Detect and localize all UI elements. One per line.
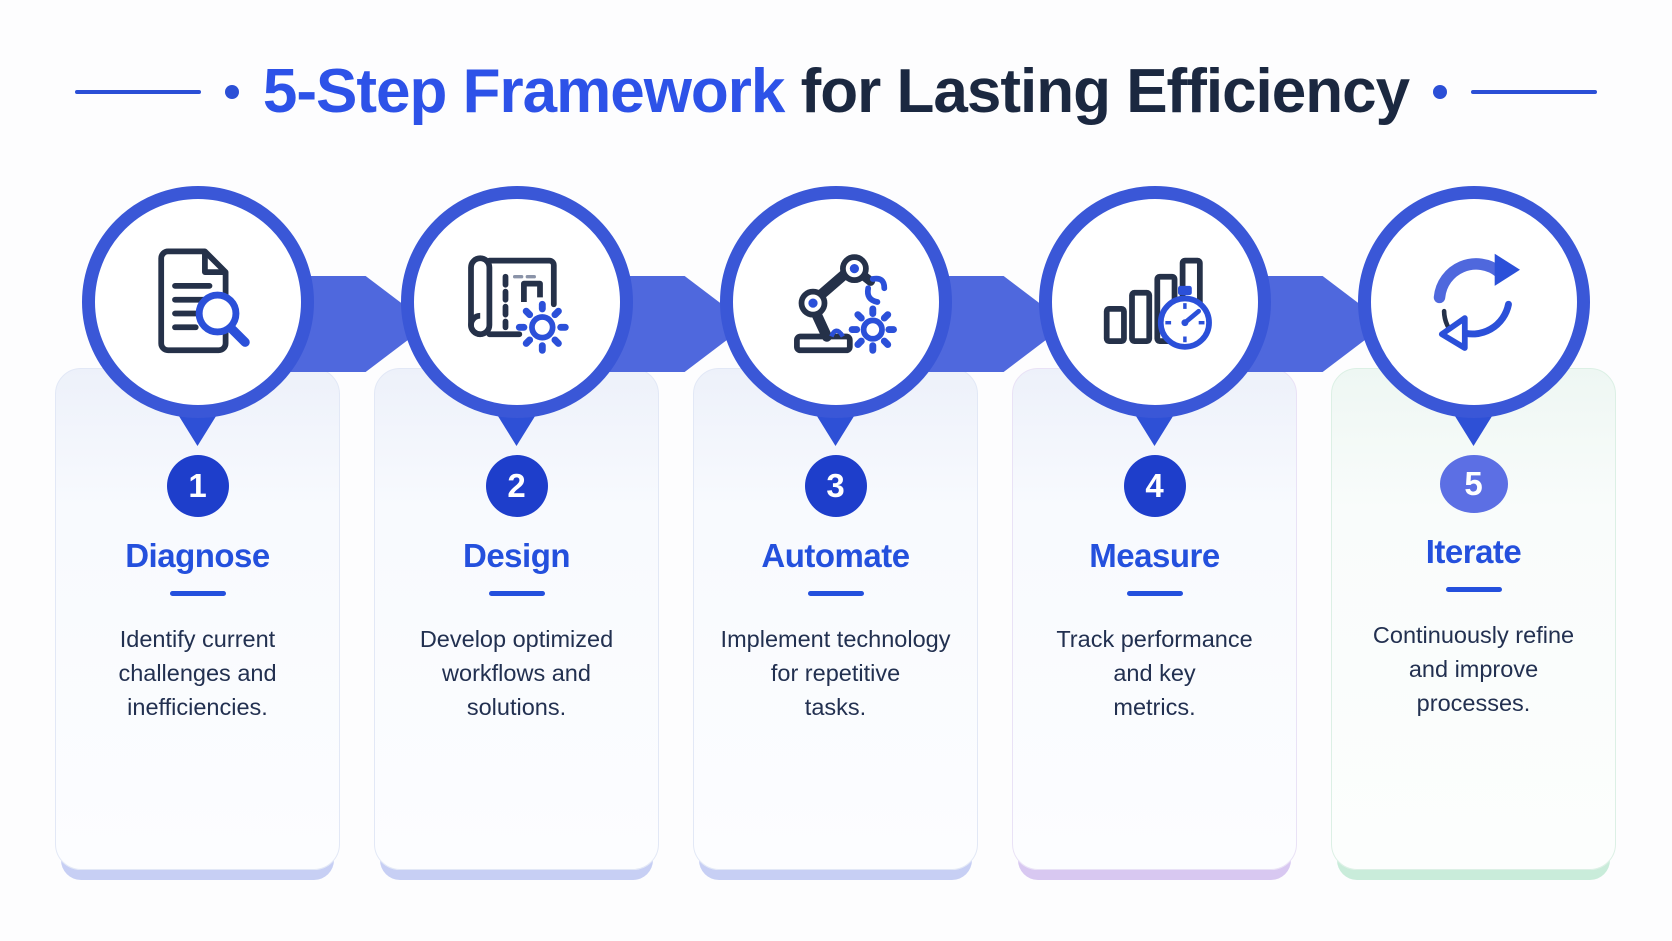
step-title: Iterate [1425,533,1522,570]
step-column-measure: 4 Measure Track performance and key metr… [1012,186,1297,906]
title-divider [488,591,545,596]
step-title: Automate [761,537,910,574]
step-card: 2 Design Develop optimized workflows and… [374,368,659,870]
steps-row: 1 Diagnose Identify current challenges a… [55,186,1616,906]
title-divider [1445,587,1502,592]
step-title: Design [462,537,571,574]
step-number-badge: 5 [1439,455,1508,513]
left-decor-dot [224,85,239,100]
document-search-icon [157,248,250,354]
title-divider [1126,591,1183,596]
step-icon-circle [1038,186,1271,418]
cycle-arrows-icon [1433,253,1520,351]
blueprint-gear-icon [467,255,569,354]
step-icon-circle [1357,186,1590,418]
step-column-diagnose: 1 Diagnose Identify current challenges a… [55,186,340,906]
step-description: Track performance and key metrics. [1056,626,1253,721]
step-number-badge: 1 [166,455,229,517]
step-icon-circle [400,186,633,418]
step-column-automate: 3 Automate Implement technology for repe… [693,186,978,906]
header: 5-Step Framework for Lasting Efficiency [0,57,1672,126]
bar-chart-stopwatch-icon [1103,257,1212,350]
step-description: Implement technology for repetitive task… [720,626,951,721]
step-column-design: 2 Design Develop optimized workflows and… [374,186,659,906]
title-divider [807,591,864,596]
step-card: 4 Measure Track performance and key metr… [1012,368,1297,870]
step-card: 3 Automate Implement technology for repe… [693,368,978,870]
right-decor-dot [1433,85,1448,100]
title-rest: for Lasting Efficiency [784,57,1410,126]
step-title: Measure [1089,537,1220,574]
left-decor-line [74,90,201,95]
step-card: 5 Iterate Continuously refine and improv… [1331,368,1616,870]
right-decor-line [1471,90,1598,95]
step-description: Develop optimized workflows and solution… [419,626,614,721]
robot-arm-gear-icon [793,254,897,354]
step-column-iterate: 5 Iterate Continuously refine and improv… [1331,186,1616,906]
step-description: Continuously refine and improve processe… [1372,622,1575,717]
step-card: 1 Diagnose Identify current challenges a… [55,368,340,870]
title-divider [169,591,226,596]
step-number-badge: 4 [1123,455,1186,517]
step-icon-circle [81,186,314,418]
step-title: Diagnose [125,537,270,574]
step-number-badge: 3 [804,455,867,517]
page-title: 5-Step Framework for Lasting Efficiency [262,57,1410,126]
step-description: Identify current challenges and ineffici… [118,626,277,721]
step-number-badge: 2 [485,455,548,517]
step-icon-circle [719,186,952,418]
title-accent: 5-Step Framework [262,57,786,126]
